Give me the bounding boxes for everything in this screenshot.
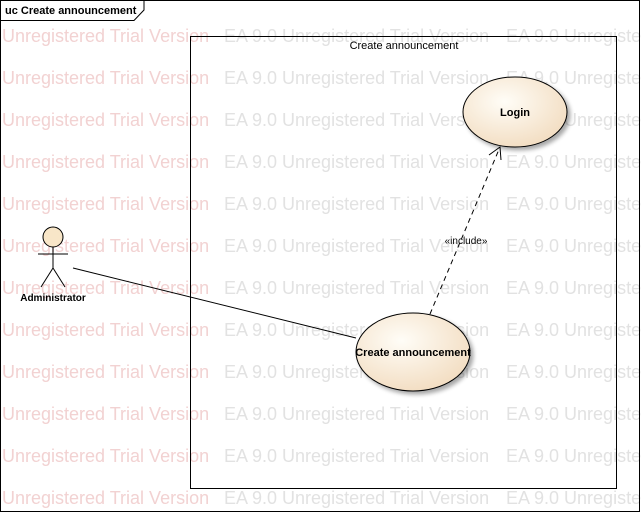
watermark-text: EA 9.0 Unregistered Trial Version <box>506 488 641 508</box>
usecase-create-shape <box>355 312 471 392</box>
frame-title: uc Create announcement <box>5 5 137 17</box>
watermark-text: Unregistered Trial Version <box>2 68 209 88</box>
watermark-text: EA 9.0 Unregistered Trial Version <box>224 446 489 466</box>
system-boundary-title: Create announcement <box>350 40 459 52</box>
watermark-text: EA 9.0 Unregistered Trial Version <box>224 404 489 424</box>
watermark-text: Unregistered Trial Version <box>2 152 209 172</box>
actor-left-leg <box>40 267 54 288</box>
watermark-text: EA 9.0 Unregistered Trial Version <box>224 68 489 88</box>
watermark-text: Unregistered Trial Version <box>2 194 209 214</box>
watermark-text: EA 9.0 Unregistered Trial Version <box>506 362 641 382</box>
watermark-text: Unregistered Trial Version <box>2 236 209 256</box>
watermark-text: Unregistered Trial Version <box>2 488 209 508</box>
actor-administrator[interactable]: Administrator <box>20 226 86 304</box>
watermark-text: EA 9.0 Unregistered Trial Version <box>224 488 489 508</box>
watermark-text: EA 9.0 Unregistered Trial Version <box>506 152 641 172</box>
watermark-text: EA 9.0 Unregistered Trial Version <box>506 404 641 424</box>
watermark-text: EA 9.0 Unregistered Trial Version <box>224 110 489 130</box>
watermark-text: EA 9.0 Unregistered Trial Version <box>224 236 489 256</box>
watermark-text: EA 9.0 Unregistered Trial Version <box>224 152 489 172</box>
include-arrowhead <box>488 146 502 161</box>
watermark-text: Unregistered Trial Version <box>2 110 209 130</box>
watermark-text: EA 9.0 Unregistered Trial Version <box>506 194 641 214</box>
include-dependency-line <box>429 146 501 315</box>
usecase-create-announcement[interactable]: Create announcement <box>355 312 471 392</box>
watermark-text: EA 9.0 Unregistered Trial Version <box>506 236 641 256</box>
frame-title-tab <box>0 0 145 21</box>
association-line <box>72 267 357 339</box>
watermark-text: Unregistered Trial Version <box>2 362 209 382</box>
watermark-text: Unregistered Trial Version <box>2 446 209 466</box>
watermark-text: EA 9.0 Unregistered Trial Version <box>506 278 641 298</box>
actor-right-leg <box>52 267 66 288</box>
watermark-text: Unregistered Trial Version <box>2 320 209 340</box>
watermark-text: EA 9.0 Unregistered Trial Version <box>506 320 641 340</box>
watermark-text: Unregistered Trial Version <box>2 278 209 298</box>
usecase-login[interactable]: Login <box>462 76 568 148</box>
watermark-text: EA 9.0 Unregistered Trial Version <box>224 278 489 298</box>
actor-head <box>42 226 64 248</box>
system-boundary <box>190 36 617 489</box>
usecase-create-label: Create announcement <box>355 347 471 359</box>
watermark-text: Unregistered Trial Version <box>2 404 209 424</box>
watermark-text: EA 9.0 Unregistered Trial Version <box>506 446 641 466</box>
watermark-text: Unregistered Trial Version <box>2 26 209 46</box>
include-stereotype-label: «include» <box>445 236 488 247</box>
watermark-text: EA 9.0 Unregistered Trial Version <box>224 194 489 214</box>
actor-name: Administrator <box>20 293 86 304</box>
usecase-login-label: Login <box>500 107 530 119</box>
usecase-login-shape <box>462 76 568 148</box>
